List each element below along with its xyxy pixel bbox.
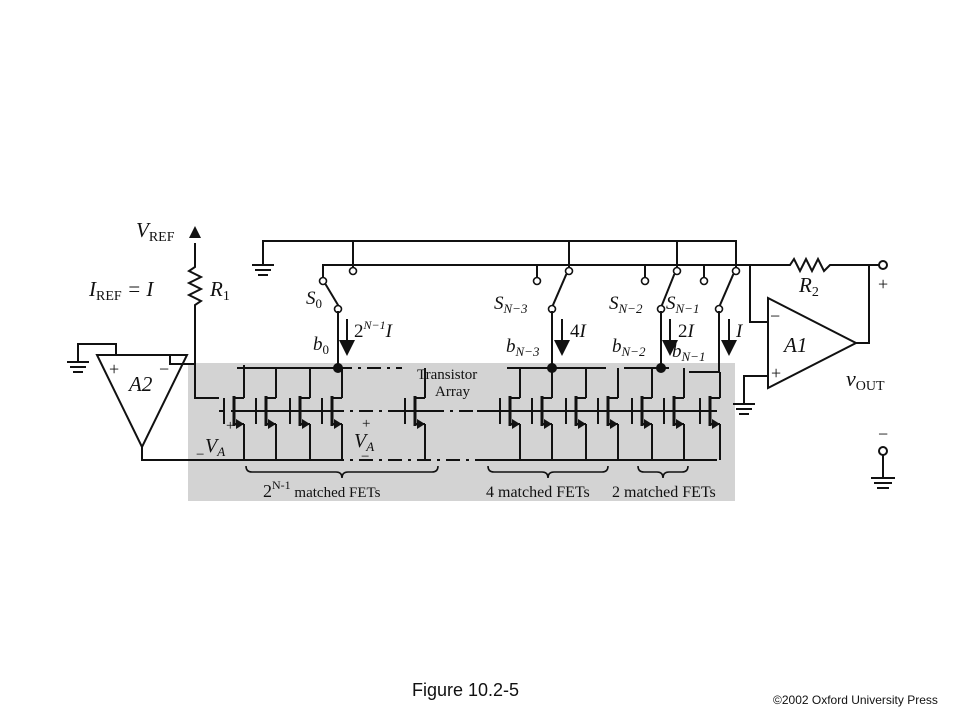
bn3-label: bN−3	[506, 336, 540, 359]
brace-group-3	[637, 465, 689, 479]
fet-9	[593, 368, 619, 460]
transistor-array-label-line2: Array	[435, 384, 470, 400]
r2-label: R2	[798, 273, 819, 300]
fet-2	[251, 368, 277, 460]
fet-11	[659, 368, 685, 460]
fet-10	[627, 368, 653, 460]
a2-label: A2	[127, 372, 153, 396]
vout-label: vOUT	[846, 366, 885, 394]
vout-minus-label: −	[878, 424, 888, 444]
op-amp-a2	[67, 343, 197, 461]
fet-3	[285, 368, 311, 460]
fet-12	[695, 372, 721, 460]
switch-sn1	[689, 266, 741, 373]
a1-label: A1	[782, 333, 807, 357]
vout-plus-label: +	[878, 274, 888, 294]
fet-8	[561, 368, 587, 460]
a1-plus-label: +	[771, 363, 781, 383]
sn2-label: SN−2	[609, 293, 643, 316]
r2-resistor	[749, 256, 888, 274]
node-bn3	[547, 363, 557, 373]
switch-sn3	[532, 266, 574, 369]
bn2-label: bN−2	[612, 336, 646, 359]
vref-label: VREF	[136, 218, 175, 245]
sn1-label: SN−1	[666, 293, 699, 316]
va-left-minus: −	[196, 447, 204, 463]
brace-group-1	[245, 465, 439, 479]
iref-label: IREF = I	[88, 277, 154, 304]
a2-plus-label: +	[109, 359, 119, 379]
fet-4	[317, 368, 343, 460]
node-b0	[333, 363, 343, 373]
va-left-plus: +	[226, 418, 234, 434]
bn1-label: bN−1	[672, 341, 705, 364]
group3-label: 2 matched FETs	[612, 484, 716, 501]
r1-label: R1	[209, 277, 230, 304]
group2-label: 4 matched FETs	[486, 484, 590, 501]
switch-sn2	[640, 266, 682, 369]
vref-source	[189, 226, 201, 263]
switch-s0	[318, 266, 358, 369]
fet-5	[400, 368, 426, 460]
b0-label: b0	[313, 334, 329, 357]
group1-label: 2N-1 matched FETs	[263, 478, 381, 501]
fet-1	[219, 365, 245, 460]
current-label-bn1: I	[735, 321, 744, 342]
va-label-left: VA	[205, 435, 225, 459]
copyright-notice: ©2002 Oxford University Press	[773, 693, 938, 707]
node-bn2	[656, 363, 666, 373]
fet-7	[527, 368, 553, 460]
current-label-bn3: 4I	[570, 321, 588, 342]
a2-minus-label: −	[159, 359, 169, 379]
current-label-bn2: 2I	[678, 321, 696, 342]
sn3-label: SN−3	[494, 293, 528, 316]
va-mid-minus: −	[361, 449, 369, 465]
op-amp-a1	[733, 264, 870, 415]
current-sum-line	[322, 264, 769, 323]
figure-caption: Figure 10.2-5	[412, 680, 520, 700]
a1-minus-label: −	[770, 306, 780, 326]
brace-group-2	[487, 465, 609, 479]
transistor-array-label-line1: Transistor	[417, 367, 477, 383]
r1-resistor	[186, 261, 204, 365]
va-label-mid: VA	[354, 430, 374, 454]
fet-6	[495, 368, 521, 460]
current-label-b0: 2N−1I	[354, 318, 394, 342]
va-mid-plus: +	[362, 416, 370, 432]
switch-bus	[252, 240, 737, 276]
s0-label: S0	[306, 288, 322, 311]
transistor-array-background	[188, 363, 735, 501]
fet-group	[219, 365, 721, 460]
output-ground	[871, 446, 895, 489]
